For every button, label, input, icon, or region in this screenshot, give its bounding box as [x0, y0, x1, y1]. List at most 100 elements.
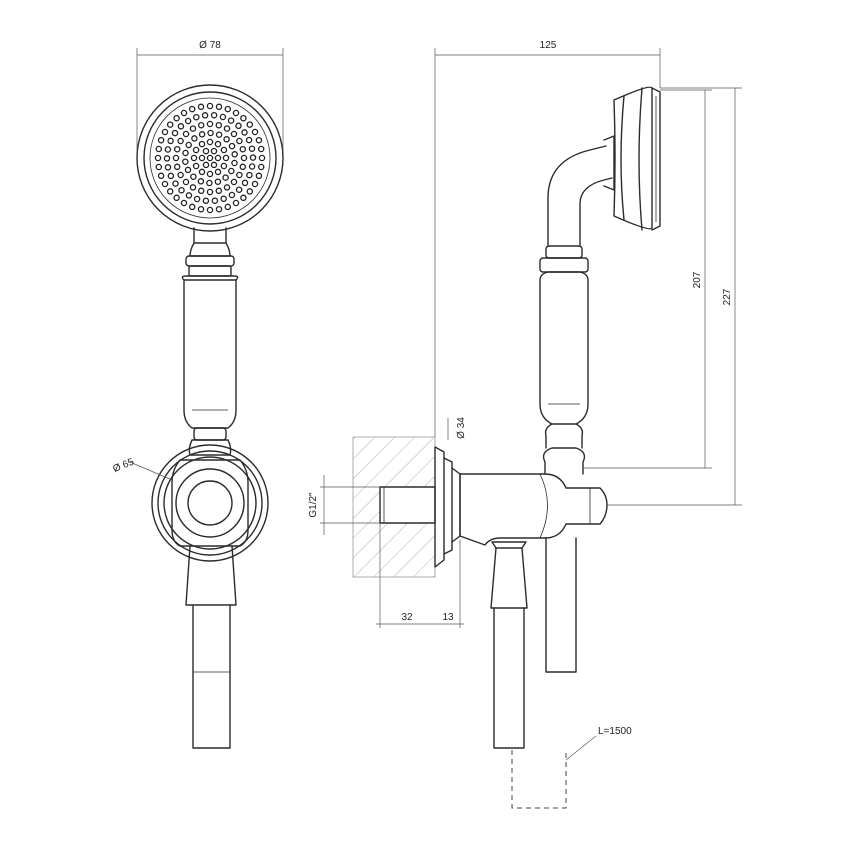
nozzle-hole [184, 166, 192, 174]
nozzle-hole [184, 117, 192, 125]
nozzle-hole [223, 184, 231, 191]
nozzle-hole [182, 178, 190, 186]
nozzle-hole [177, 137, 184, 145]
dimension-hose-length: L=1500 [565, 726, 632, 761]
nozzle-hole [172, 180, 179, 187]
nozzle-hole [222, 174, 229, 181]
nozzle-hole [239, 163, 247, 171]
nozzle-hole [210, 161, 218, 169]
nozzle-hole [220, 162, 228, 170]
nozzle-hole [240, 154, 248, 162]
nozzle-hole [185, 141, 192, 149]
nozzle-hole [206, 120, 214, 128]
nozzle-hole [224, 203, 232, 211]
dimension-head-diameter: Ø 78 [136, 40, 284, 152]
nozzle-hole [215, 187, 223, 195]
nozzle-hole [167, 172, 175, 180]
nozzle-hole [257, 163, 265, 171]
nozzle-hole [224, 105, 232, 113]
label-outlet-diameter: Ø 34 [456, 417, 467, 439]
nozzle-hole [198, 168, 206, 176]
nozzle-hole [197, 187, 205, 195]
nozzle-hole [228, 142, 236, 150]
nozzle-hole [192, 162, 200, 170]
nozzle-hole [161, 128, 169, 136]
nozzle-hole [191, 135, 198, 142]
front-view [136, 84, 284, 749]
nozzle-hole [173, 114, 180, 122]
nozzle-hole [197, 103, 205, 111]
label-height-227: 227 [722, 288, 733, 305]
dimension-depths: 32 13 [376, 523, 464, 628]
nozzle-hole [171, 129, 179, 137]
nozzle-hole [215, 205, 223, 213]
nozzle-hole [245, 136, 253, 144]
nozzle-hole [188, 105, 196, 113]
nozzle-hole [164, 164, 172, 171]
nozzle-hole [255, 136, 263, 144]
wall-section [352, 436, 436, 578]
nozzle-hole [177, 171, 184, 179]
nozzle-hole [197, 121, 205, 129]
hose-front [185, 545, 237, 749]
label-hose-length: L=1500 [598, 726, 632, 737]
nozzle-hole [214, 168, 222, 176]
nozzle-hole [220, 146, 228, 154]
nozzle-hole [215, 121, 223, 129]
nozzle-hole [193, 195, 201, 203]
nozzle-hole [210, 111, 218, 119]
nozzle-hole [180, 109, 188, 117]
nozzle-hole [198, 154, 206, 162]
nozzle-hole [206, 102, 214, 110]
nozzle-hole [235, 186, 243, 193]
handle-front [183, 279, 237, 456]
nozzle-hole [240, 114, 247, 122]
nozzle-hole [157, 136, 165, 144]
nozzle-hole [202, 197, 210, 205]
label-depth-32: 32 [401, 612, 413, 623]
nozzle-hole [189, 125, 197, 132]
side-view [379, 86, 661, 809]
dimension-overall-projection: 125 [434, 40, 661, 437]
nozzle-hole [206, 206, 214, 214]
nozzle-hole [161, 180, 169, 188]
nozzle-hole [202, 161, 210, 169]
nozzle-hole [206, 179, 213, 187]
nozzle-hole [206, 170, 214, 178]
nozzle-hole [223, 136, 230, 143]
nozzle-hole [155, 163, 163, 171]
nozzle-hole [246, 121, 254, 128]
nozzle-hole [241, 179, 249, 187]
nozzle-hole [210, 147, 218, 155]
nozzle-hole [173, 194, 180, 202]
nozzle-hole [166, 121, 174, 128]
nozzle-hole [167, 137, 174, 145]
nozzle-hole [207, 129, 214, 137]
nozzle-hole [232, 199, 240, 207]
nozzle-hole [188, 203, 196, 211]
nozzle-hole [251, 180, 259, 188]
nozzle-hole [255, 172, 263, 180]
dimension-outlet-diameter: Ø 34 [447, 417, 467, 440]
nozzle-hole [215, 131, 223, 138]
nozzle-hole [214, 154, 222, 162]
nozzle-hole [220, 195, 227, 203]
nozzle-hole [206, 154, 214, 162]
nozzle-hole [177, 123, 185, 130]
nozzle-hole [214, 178, 222, 185]
nozzle-hole [182, 149, 189, 157]
nozzle-hole [228, 191, 236, 199]
nozzle-hole [228, 167, 235, 175]
head-neck [181, 227, 239, 281]
nozzle-hole [166, 188, 174, 195]
nozzle-hole [190, 173, 197, 180]
nozzle-hole [197, 178, 205, 185]
nozzle-hole [241, 129, 248, 136]
nozzle-pattern [154, 102, 266, 214]
nozzle-hole [251, 128, 259, 136]
nozzle-hole [185, 192, 193, 199]
nozzle-hole [219, 113, 227, 121]
nozzle-hole [227, 117, 235, 124]
label-flange-diameter: Ø 65 [111, 457, 136, 475]
